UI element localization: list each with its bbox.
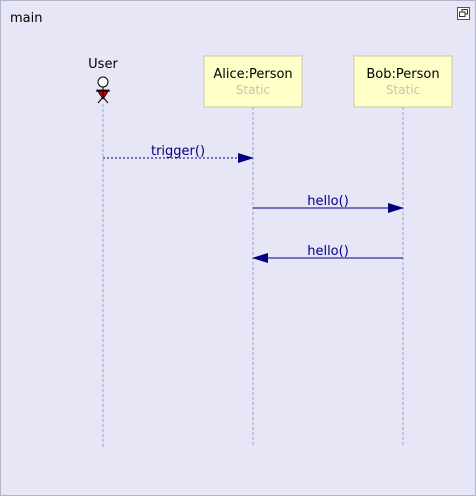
message-hello-2[interactable]: hello() [252,244,403,263]
message-hello-1[interactable]: hello() [253,194,404,213]
participant-name: Bob:Person [366,67,439,82]
participant-stereotype: Static [386,83,420,97]
message-label: hello() [307,194,349,209]
frame-title: main [10,11,43,26]
message-label: hello() [307,244,349,259]
participant-alice[interactable]: Alice:Person Static [203,55,303,108]
stick-figure-icon[interactable] [96,76,110,104]
participant-bob[interactable]: Bob:Person Static [353,55,453,108]
participant-stereotype: Static [236,83,270,97]
message-label: trigger() [151,144,205,159]
participant-name: Alice:Person [213,67,292,82]
actor-label: User [88,57,118,72]
message-trigger[interactable]: trigger() [103,144,254,163]
restore-window-icon[interactable] [457,7,470,20]
